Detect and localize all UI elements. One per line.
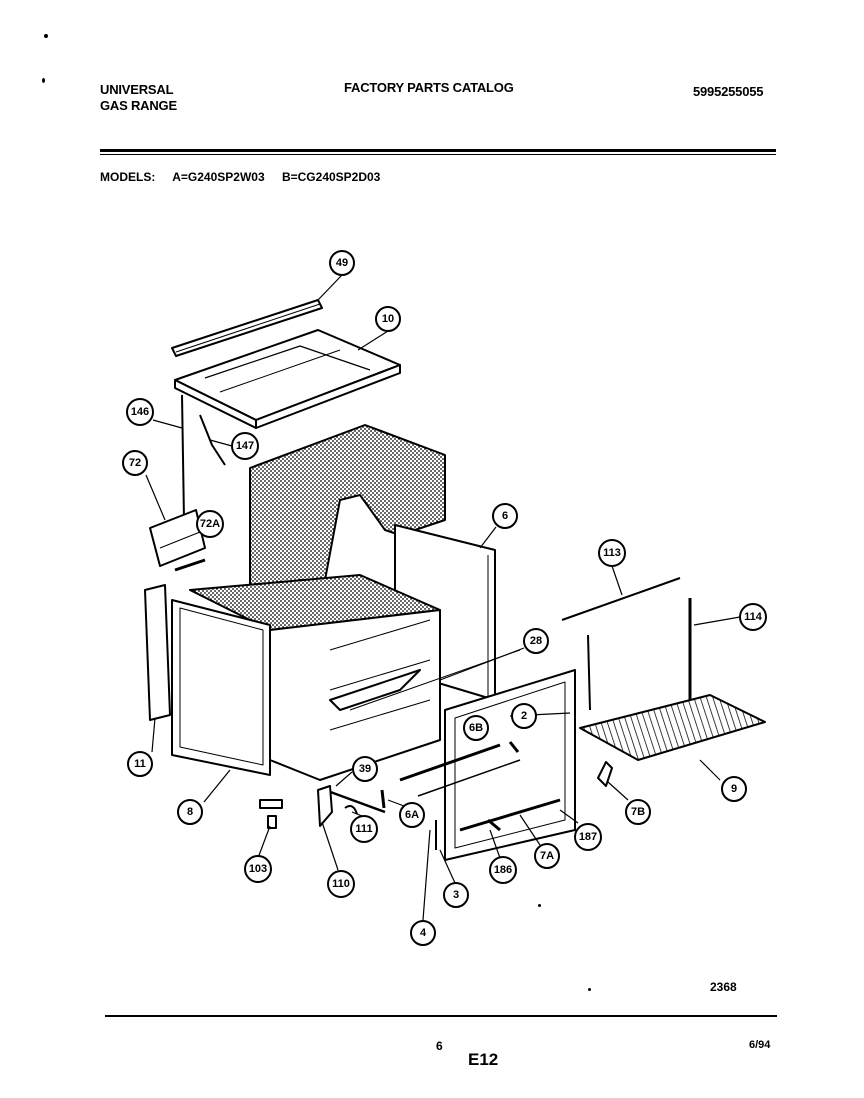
catalog-date: 6/94 — [749, 1039, 771, 1051]
models-label: MODELS: — [100, 170, 156, 184]
callout-146: 146 — [126, 398, 154, 426]
svg-text:39: 39 — [359, 763, 371, 775]
svg-text:111: 111 — [355, 823, 372, 835]
scan-speck — [44, 34, 48, 38]
callout-111: 111 — [350, 815, 378, 843]
callout-147: 147 — [231, 432, 259, 460]
part-103-knob-base — [259, 799, 283, 809]
brand-line-1: UNIVERSAL — [100, 82, 174, 97]
model-a: A=G240SP2W03 — [172, 170, 265, 184]
part-11-side-trim — [144, 584, 171, 721]
callout-49: 49 — [329, 250, 355, 276]
footer-rule — [105, 1015, 777, 1017]
part-113-strip — [561, 577, 681, 621]
svg-text:3: 3 — [453, 889, 459, 901]
catalog-title: FACTORY PARTS CATALOG — [344, 80, 514, 95]
callout-6B: 6B — [463, 715, 489, 741]
model-b: B=CG240SP2D03 — [281, 170, 381, 184]
svg-text:6B: 6B — [469, 722, 483, 734]
scan-speck — [42, 78, 45, 83]
callout-4: 4 — [410, 920, 436, 946]
part-7B-hinge — [597, 761, 613, 787]
svg-text:147: 147 — [236, 440, 254, 452]
callout-187: 187 — [574, 823, 602, 851]
callout-6A: 6A — [399, 802, 425, 828]
part-6B-bracket — [508, 741, 520, 753]
leader-lines — [145, 274, 741, 921]
part-111-clip — [344, 805, 358, 815]
part-10-cooktop — [174, 329, 401, 429]
callout-2: 2 — [511, 703, 537, 729]
callout-7A: 7A — [534, 843, 560, 869]
svg-text:8: 8 — [187, 806, 193, 818]
scan-speck — [538, 904, 541, 907]
part-146-side-strip — [181, 394, 189, 531]
svg-text:28: 28 — [530, 635, 542, 647]
scan-speck — [588, 988, 591, 991]
callout-6: 6 — [492, 503, 518, 529]
callout-3: 3 — [443, 882, 469, 908]
part-147-wire — [199, 414, 226, 466]
svg-text:110: 110 — [332, 878, 350, 890]
svg-text:49: 49 — [336, 257, 348, 269]
callout-28: 28 — [523, 628, 549, 654]
callout-110: 110 — [327, 870, 355, 898]
svg-text:113: 113 — [603, 547, 621, 559]
svg-text:187: 187 — [579, 831, 597, 843]
svg-text:4: 4 — [420, 927, 427, 939]
svg-text:7B: 7B — [631, 806, 645, 818]
callout-113: 113 — [598, 539, 626, 567]
header-rule-thin — [100, 154, 776, 155]
callout-114: 114 — [739, 603, 767, 631]
svg-text:6: 6 — [502, 510, 508, 522]
svg-text:186: 186 — [494, 864, 512, 876]
svg-text:72: 72 — [129, 457, 141, 469]
part-8-side-panel — [171, 599, 271, 776]
svg-text:6A: 6A — [405, 809, 419, 821]
callout-8: 8 — [177, 799, 203, 825]
brand-line-2: GAS RANGE — [100, 98, 177, 113]
svg-text:146: 146 — [131, 406, 149, 418]
callout-103: 103 — [244, 855, 272, 883]
sheet-code: E12 — [468, 1050, 499, 1069]
part-39-rod — [324, 788, 386, 814]
part-49-rear-strip — [171, 299, 323, 357]
page-number: 6 — [436, 1039, 443, 1053]
part-72-bracket — [149, 509, 206, 567]
part-110-valve — [317, 785, 333, 827]
part-186-spring — [487, 818, 501, 832]
callout-11: 11 — [127, 751, 153, 777]
svg-text:114: 114 — [744, 611, 763, 623]
callout-186: 186 — [489, 856, 517, 884]
models-line: MODELS: A=G240SP2W03 B=CG240SP2D03 — [100, 170, 394, 184]
callout-72A: 72A — [196, 510, 224, 538]
svg-text:11: 11 — [134, 758, 146, 770]
svg-text:103: 103 — [249, 863, 267, 875]
callout-72: 72 — [122, 450, 148, 476]
header-rule-thick — [100, 149, 776, 152]
callout-7B: 7B — [625, 799, 651, 825]
svg-text:7A: 7A — [540, 850, 554, 862]
callout-39: 39 — [352, 756, 378, 782]
callout-9: 9 — [721, 776, 747, 802]
callout-10: 10 — [375, 306, 401, 332]
svg-text:2: 2 — [521, 710, 527, 722]
brand-title: UNIVERSAL GAS RANGE — [100, 82, 177, 114]
svg-text:10: 10 — [382, 313, 394, 325]
catalog-number: 5995255055 — [693, 84, 764, 99]
svg-text:72A: 72A — [200, 518, 220, 530]
oven-body — [189, 574, 441, 781]
part-9-oven-rack — [579, 694, 766, 761]
part-6A-clip — [380, 789, 386, 809]
svg-text:9: 9 — [731, 783, 737, 795]
part-72A-clip — [174, 558, 206, 572]
figure-number: 2368 — [710, 980, 737, 994]
